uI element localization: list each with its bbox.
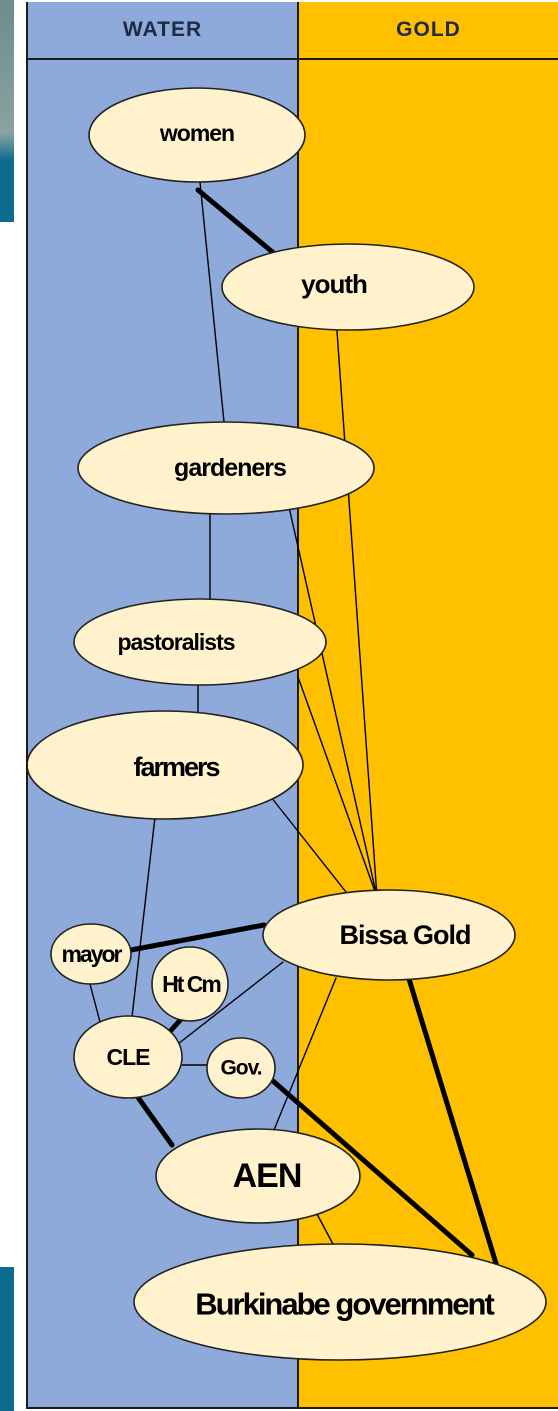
link-aen-to-burkinabe-government [316, 1213, 335, 1247]
link-mayor-to-bissa-gold [128, 922, 267, 953]
network-links [89, 161, 501, 1273]
network-graph: women youth gardeners pastoralists farme… [28, 87, 547, 1361]
node-farmers: farmers [28, 710, 304, 820]
node-aen: AEN [155, 1128, 361, 1224]
node-youth-label: youth [301, 269, 367, 299]
background-accent-strip [0, 1267, 14, 1411]
background-photo-strip [0, 0, 14, 222]
node-gov-label: Gov. [220, 1057, 261, 1080]
node-ht-cm: Ht Cm [151, 946, 229, 1022]
link-gardeners-to-bissa-gold [288, 506, 378, 898]
link-gov-to-burkinabe-government [270, 1078, 475, 1258]
link-farmers-to-cle [131, 816, 156, 1018]
stakeholder-network-diagram: WATER GOLD women youth gardeners pastora… [26, 2, 558, 1409]
node-cle-label: CLE [107, 1044, 151, 1070]
link-women-to-youth [195, 187, 279, 258]
link-bissa-gold-to-aen [273, 977, 337, 1131]
node-mayor-label: mayor [61, 941, 122, 967]
node-ht-cm-label: Ht Cm [162, 971, 221, 997]
node-aen-label: AEN [233, 1157, 302, 1195]
node-burkinabe-government-label: Burkinabe government [195, 1287, 494, 1322]
network-nodes: women youth gardeners pastoralists farme… [28, 87, 547, 1361]
node-burkinabe-government: Burkinabe government [133, 1243, 547, 1361]
node-pastoralists: pastoralists [73, 598, 327, 686]
node-gardeners: gardeners [77, 421, 375, 515]
gold-column-header: GOLD [299, 2, 558, 60]
node-youth: youth [221, 243, 475, 331]
link-farmers-to-bissa-gold [270, 796, 347, 893]
node-gov: Gov. [206, 1037, 276, 1099]
node-women: women [88, 87, 306, 183]
node-farmers-label: farmers [133, 752, 219, 782]
link-cle-to-aen [134, 1093, 175, 1148]
link-pastoralists-to-bissa-gold [297, 676, 378, 898]
node-bissa-gold: Bissa Gold [262, 889, 516, 981]
node-bissa-gold-label: Bissa Gold [339, 920, 470, 950]
link-women-to-gardeners [197, 161, 225, 423]
node-pastoralists-label: pastoralists [117, 629, 234, 655]
link-bissa-gold-to-burkinabe-government [406, 976, 501, 1273]
water-column-header: WATER [28, 2, 297, 60]
link-cle-to-bissa-gold [177, 961, 284, 1045]
node-gardeners-label: gardeners [174, 454, 286, 482]
node-cle: CLE [73, 1015, 183, 1099]
link-mayor-to-cle [89, 983, 101, 1023]
link-youth-to-bissa-gold [335, 316, 378, 898]
node-women-label: women [159, 120, 234, 146]
node-mayor: mayor [50, 923, 132, 985]
